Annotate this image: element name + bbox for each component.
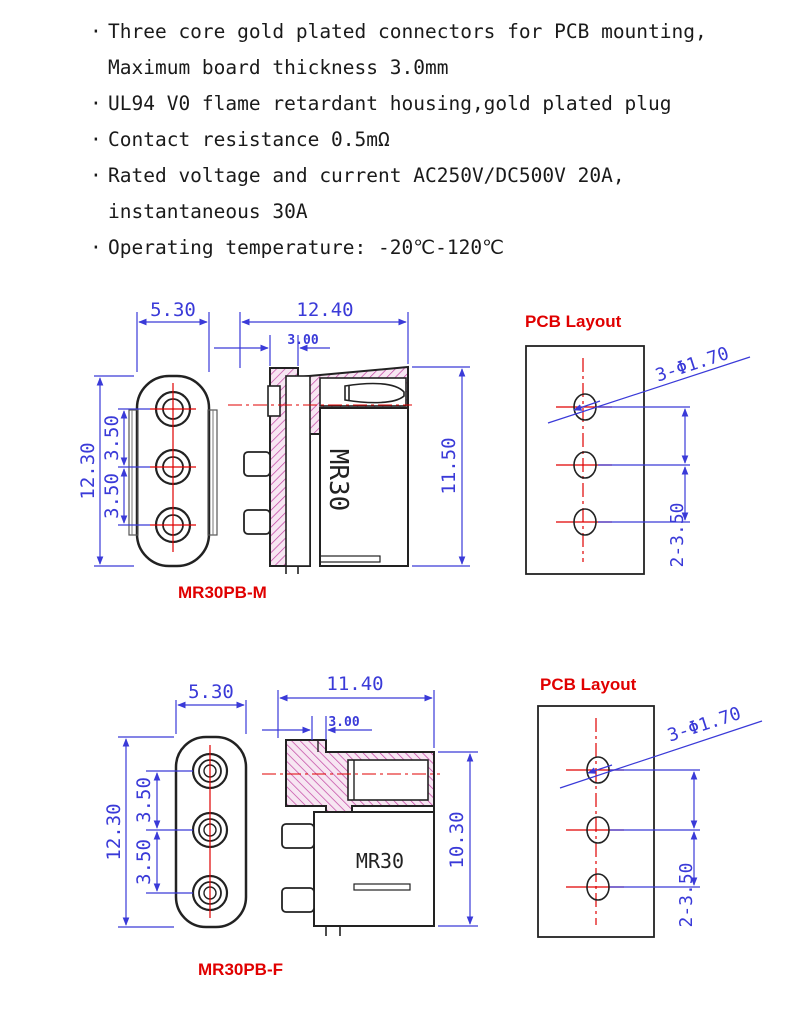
- spec-line: Maximum board thickness 3.0mm: [108, 56, 449, 79]
- pcb-hole: [586, 756, 610, 784]
- pcb-hole: [586, 873, 610, 901]
- spec-line: Contact resistance 0.5mΩ: [108, 128, 390, 151]
- male-marking: MR30: [323, 449, 353, 512]
- male-dim-body-height: 11.50: [438, 437, 460, 494]
- female-label: MR30PB-F: [198, 960, 283, 979]
- male-dim-total-height: 12.30: [77, 442, 99, 499]
- centerlines: [150, 383, 196, 552]
- spec-line: instantaneous 30A: [108, 200, 308, 223]
- spec-item: · Contact resistance 0.5mΩ: [88, 122, 788, 158]
- male-pcb-layout: [525, 345, 645, 575]
- female-dim-total-height: 12.30: [103, 803, 125, 860]
- female-side-view: MR30: [262, 739, 440, 936]
- spec-line: Operating temperature: -20℃-120℃: [108, 236, 504, 259]
- female-dim-offset: 3.00: [328, 715, 359, 730]
- female-front-dimensions: [118, 700, 247, 928]
- bullet: ·: [90, 92, 102, 115]
- spec-item: · UL94 V0 flame retardant housing,gold p…: [88, 86, 788, 122]
- male-side-view: MR30: [228, 365, 412, 574]
- male-pcb-title: PCB Layout: [525, 312, 622, 331]
- spec-item: · Rated voltage and current AC250V/DC500…: [88, 158, 788, 230]
- male-pcb-dimensions: [547, 356, 751, 523]
- bullet: ·: [90, 164, 102, 187]
- male-dim-pitch-bottom: 3.50: [101, 473, 123, 519]
- male-dim-offset: 3.00: [287, 333, 318, 348]
- female-pcb-title: PCB Layout: [540, 675, 637, 694]
- spec-line: Three core gold plated connectors for PC…: [108, 20, 707, 43]
- spec-item: · Three core gold plated connectors for …: [88, 14, 788, 86]
- male-pcb-pitch: 2-3.50: [667, 502, 688, 567]
- male-side-dimensions: [214, 312, 470, 567]
- female-dim-length: 11.40: [326, 673, 383, 695]
- pcb-hole: [573, 451, 597, 479]
- pcb-hole: [586, 816, 610, 844]
- spec-list: · Three core gold plated connectors for …: [88, 14, 788, 266]
- spec-item: · Operating temperature: -20℃-120℃: [88, 230, 788, 266]
- female-dim-pitch-top: 3.50: [133, 777, 155, 823]
- female-pcb-pitch: 2-3.50: [676, 862, 697, 927]
- female-dim-pitch-bottom: 3.50: [133, 839, 155, 885]
- bullet: ·: [90, 128, 102, 151]
- female-dim-front-width: 5.30: [188, 681, 234, 703]
- pcb-hole: [573, 508, 597, 536]
- male-front-dimensions: [94, 312, 210, 567]
- female-pcb-dimensions: [559, 720, 763, 888]
- spec-line: UL94 V0 flame retardant housing,gold pla…: [108, 92, 672, 115]
- female-side-dimensions: [262, 690, 478, 927]
- spec-line: Rated voltage and current AC250V/DC500V …: [108, 164, 625, 187]
- female-pcb-layout: [537, 705, 655, 938]
- female-front-view: [174, 735, 248, 929]
- male-dim-front-width: 5.30: [150, 299, 196, 321]
- bullet: ·: [90, 236, 102, 259]
- male-pcb-hole: 3-Φ1.70: [653, 343, 732, 386]
- bullet: ·: [90, 20, 102, 43]
- female-marking: MR30: [356, 849, 404, 873]
- male-front-view: [128, 374, 218, 568]
- female-dim-body-height: 10.30: [446, 811, 468, 868]
- male-label: MR30PB-M: [178, 583, 267, 602]
- male-dim-pitch-top: 3.50: [101, 415, 123, 461]
- male-dim-length: 12.40: [296, 299, 353, 321]
